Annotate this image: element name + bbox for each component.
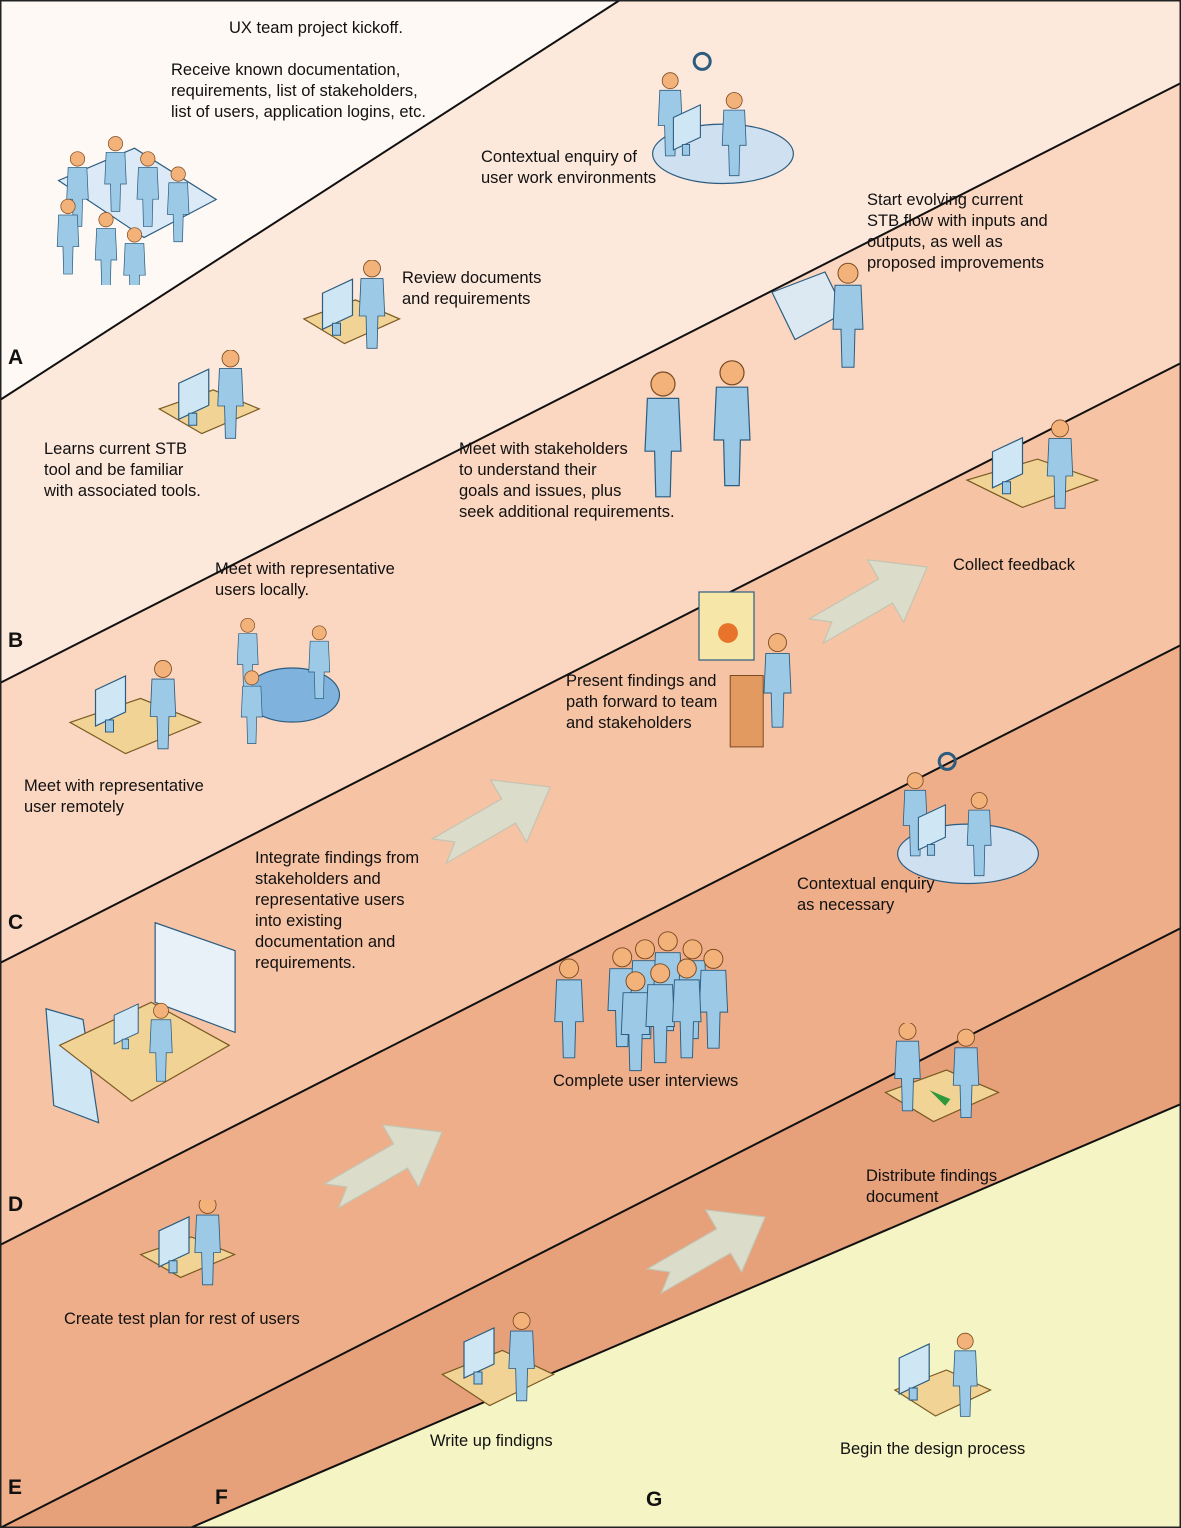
step-label-line: Receive known documentation,	[171, 61, 401, 79]
document-handoff-icon	[884, 1023, 1000, 1123]
lane-letter-a: A	[8, 346, 24, 369]
step-label-line: proposed improvements	[867, 254, 1045, 272]
step-label-learn-tool: Learns current STB tool and be familiar wi…	[44, 439, 201, 502]
scientist-desk-icon	[157, 350, 261, 439]
step-label-line: into existing	[255, 912, 343, 930]
flow-arrow	[430, 779, 552, 865]
step-label-meet-remote: Meet with representative user remotely	[24, 776, 204, 818]
lane-letter-f: F	[215, 1486, 228, 1509]
round-table-meeting-icon	[236, 617, 341, 744]
step-label-review-docs: Review documents and requirements	[402, 268, 541, 310]
step-label-line: seek additional requirements.	[459, 503, 675, 521]
blueprint-person-icon	[771, 262, 864, 368]
lane-divider	[189, 1103, 1181, 1528]
lane-divider	[0, 0, 621, 401]
headset-workstation-icon	[965, 419, 1100, 509]
lane-divider	[0, 927, 1181, 1528]
lane-divider	[0, 362, 1181, 964]
step-label-line: requirements.	[255, 954, 356, 972]
step-label-line: UX team project kickoff.	[229, 19, 403, 37]
step-label-line: to understand their	[459, 461, 597, 479]
step-label-line: document	[866, 1188, 939, 1206]
step-label-line: requirements, list of stakeholders,	[171, 82, 418, 100]
meeting-table-icon	[56, 136, 218, 285]
lane-letter-c: C	[8, 911, 24, 934]
step-label-line: with associated tools.	[44, 482, 201, 500]
step-label-user-interviews: Complete user interviews	[553, 1071, 738, 1092]
step-label-test-plan: Create test plan for rest of users	[64, 1309, 300, 1330]
step-label-line: Meet with representative	[24, 777, 204, 795]
lane-letter-d: D	[8, 1193, 24, 1216]
investigator-desk-icon	[651, 51, 795, 185]
step-label-present-findings: Present findings and path forward to team…	[566, 671, 717, 734]
step-label-line: Create test plan for rest of users	[64, 1310, 300, 1328]
step-label-line: Contextual enquiry of	[481, 148, 637, 166]
step-label-design: Begin the design process	[840, 1439, 1025, 1460]
step-label-line: as necessary	[797, 896, 895, 914]
workstation-icon	[440, 1311, 555, 1407]
step-label-meet-stakeholders: Meet with stakeholders to understand thei…	[459, 439, 675, 523]
step-label-meet-local: Meet with representative users locally.	[215, 559, 395, 601]
lane-letter-b: B	[8, 629, 24, 652]
step-label-line: Distribute findings	[866, 1167, 998, 1185]
step-label-line: Present findings and	[566, 672, 717, 690]
flow-arrow	[645, 1209, 767, 1295]
step-label-line: Write up findigns	[430, 1432, 553, 1450]
step-label-write-up: Write up findigns	[430, 1431, 553, 1452]
step-label-kickoff: UX team project kickoff. Receive known do…	[171, 18, 426, 123]
step-label-line: Begin the design process	[840, 1440, 1026, 1458]
step-label-line: representative users	[255, 891, 405, 909]
workstation-icon	[139, 1200, 237, 1286]
step-label-contextual-enquiry: Contextual enquiry of user work environme…	[481, 147, 656, 189]
step-label-line: Meet with stakeholders	[459, 440, 628, 458]
step-label-line: users locally.	[215, 581, 310, 599]
designer-desk-icon	[893, 1332, 992, 1417]
step-label-line: path forward to team	[566, 693, 718, 711]
step-label-line: outputs, as well as	[867, 233, 1003, 251]
step-label-line: list of users, application logins, etc.	[171, 103, 426, 121]
step-label-line: user work environments	[481, 169, 657, 187]
step-label-line: Collect feedback	[953, 556, 1075, 574]
step-label-line: Start evolving current	[867, 191, 1023, 209]
step-label-collect-feedback: Collect feedback	[953, 555, 1075, 576]
headset-workstation-icon	[68, 659, 203, 755]
step-label-line: goals and issues, plus	[459, 482, 622, 500]
desk-documents-icon	[302, 260, 401, 349]
step-label-line: Integrate findings from	[255, 849, 420, 867]
step-label-integrate-findings: Integrate findings from stakeholders and r…	[255, 848, 419, 974]
lane-letter-g: G	[646, 1488, 663, 1511]
step-label-line: Contextual enquiry	[797, 875, 935, 893]
presenter-podium-icon	[698, 591, 792, 748]
flow-arrow	[807, 559, 929, 645]
step-label-line: Complete user interviews	[553, 1072, 739, 1090]
step-label-line: and requirements	[402, 290, 531, 308]
step-label-line: user remotely	[24, 798, 124, 816]
lane-letter-e: E	[8, 1476, 23, 1499]
investigator-desk-icon	[896, 751, 1040, 885]
step-label-line: stakeholders and	[255, 870, 381, 888]
lane-divider	[0, 82, 1181, 684]
step-label-line: tool and be familiar	[44, 461, 184, 479]
workstation-board-icon	[45, 921, 236, 1124]
step-label-line: and stakeholders	[566, 714, 692, 732]
lane-divider	[0, 644, 1181, 1246]
handshake-icon	[644, 360, 751, 498]
step-label-distribute: Distribute findings document	[866, 1166, 997, 1208]
flow-arrow	[322, 1124, 444, 1210]
step-label-line: Learns current STB	[44, 440, 188, 458]
step-label-line	[171, 39, 426, 60]
step-label-line: documentation and	[255, 933, 396, 951]
step-label-line: Review documents	[402, 269, 542, 287]
step-label-line: Meet with representative	[215, 560, 395, 578]
user-group-icon	[554, 931, 729, 1072]
step-label-line: STB flow with inputs and	[867, 212, 1048, 230]
step-label-contextual-necessary: Contextual enquiry as necessary	[797, 874, 935, 916]
